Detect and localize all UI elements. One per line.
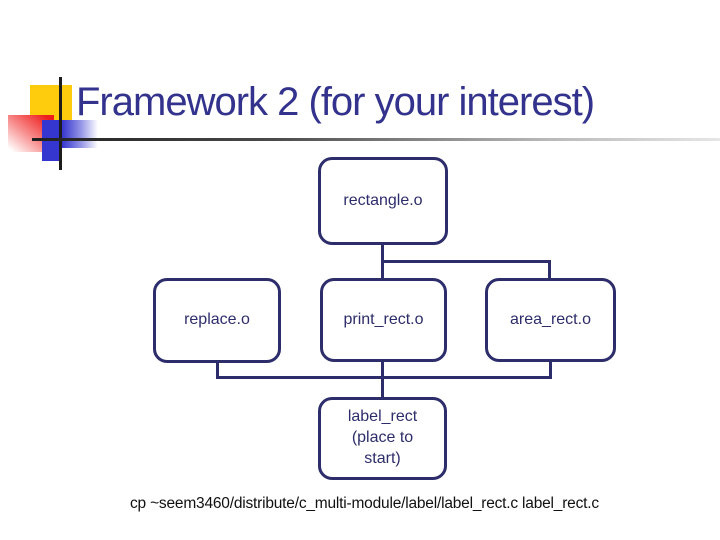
node-label-rect-line3: start) bbox=[364, 449, 401, 467]
crosshair-vertical-line bbox=[59, 77, 62, 170]
node-label-rect-line2: (place to bbox=[351, 429, 414, 447]
node-rectangle-o: rectangle.o bbox=[318, 157, 448, 245]
node-label-rect-line1: label_rect bbox=[347, 408, 418, 426]
node-replace-o: replace.o bbox=[153, 278, 281, 363]
connector-drop-to-area bbox=[548, 260, 551, 278]
node-area-rect-o-label: area_rect.o bbox=[510, 310, 591, 328]
node-label-rect-label: label_rect (place to start) bbox=[348, 407, 417, 469]
yellow-square-decoration bbox=[30, 85, 72, 120]
node-replace-o-label: replace.o bbox=[184, 311, 250, 329]
node-area-rect-o: area_rect.o bbox=[485, 278, 616, 362]
node-label-rect: label_rect (place to start) bbox=[318, 397, 447, 480]
connector-top-horizontal bbox=[381, 260, 551, 263]
slide-title: Framework 2 (for your interest) bbox=[76, 80, 595, 124]
connector-replace-down bbox=[216, 361, 219, 379]
connector-area-down bbox=[549, 361, 552, 379]
node-print-rect-o-label: print_rect.o bbox=[343, 310, 424, 328]
blue-small-square-decoration bbox=[42, 148, 60, 161]
command-caption: cp ~seem3460/distribute/c_multi-module/l… bbox=[130, 495, 599, 512]
node-print-rect-o: print_rect.o bbox=[320, 278, 447, 362]
title-separator-line bbox=[32, 138, 720, 141]
node-rectangle-o-label: rectangle.o bbox=[343, 191, 423, 209]
blue-gradient-square-decoration bbox=[42, 120, 99, 148]
connector-print-to-label bbox=[381, 361, 384, 397]
connector-bottom-horizontal bbox=[216, 376, 552, 379]
